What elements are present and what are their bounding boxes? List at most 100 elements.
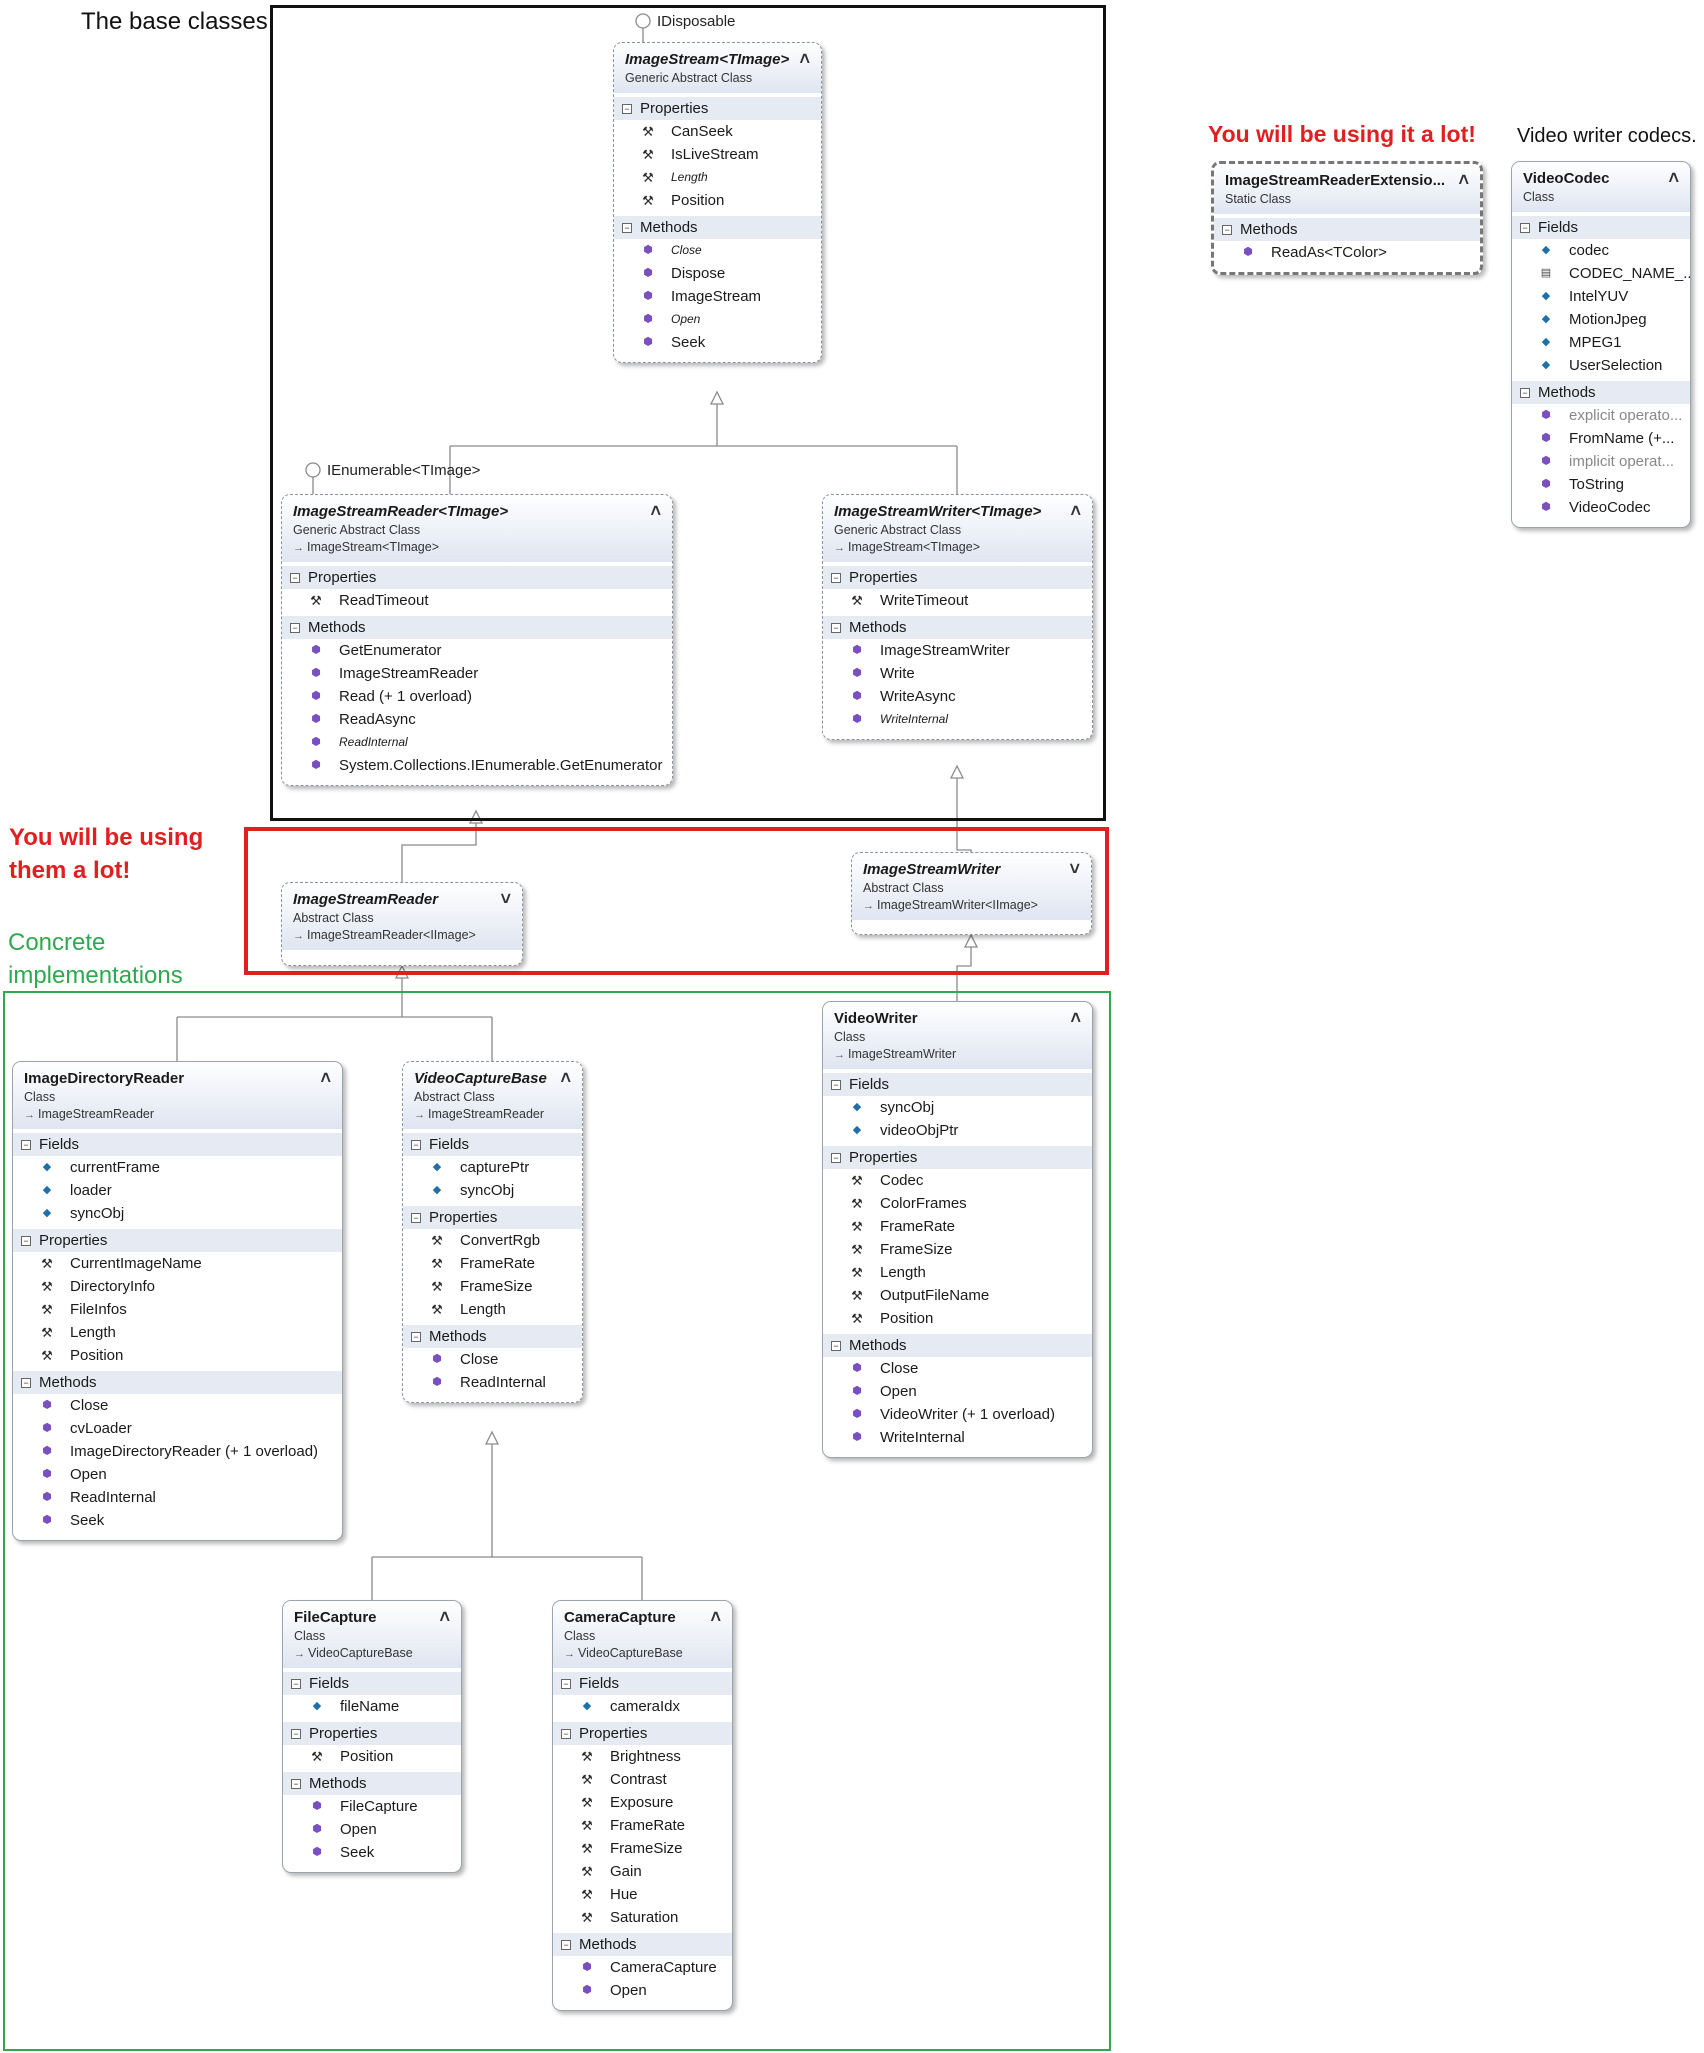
method-row[interactable]: ⬢ImageStream (614, 285, 821, 308)
class-box-image-stream-writer-generic[interactable]: ImageStreamWriter<TImage>Generic Abstrac… (822, 494, 1093, 740)
property-row[interactable]: ⚒CanSeek (614, 120, 821, 143)
class-box-image-stream-reader-generic[interactable]: ImageStreamReader<TImage>Generic Abstrac… (281, 494, 673, 786)
property-row[interactable]: ⚒FrameSize (823, 1238, 1092, 1261)
class-box-image-stream-reader-extensions[interactable]: ImageStreamReaderExtensio...Static Class… (1211, 161, 1483, 275)
collapse-section-icon[interactable]: − (831, 622, 841, 633)
method-row[interactable]: ⬢ReadAsync (282, 708, 672, 731)
field-row[interactable]: ◆fileName (283, 1695, 461, 1718)
property-row[interactable]: ⚒ReadTimeout (282, 589, 672, 612)
field-row[interactable]: ◆IntelYUV (1512, 285, 1690, 308)
property-row[interactable]: ⚒ColorFrames (823, 1192, 1092, 1215)
property-row[interactable]: ⚒Length (614, 166, 821, 189)
field-row[interactable]: ◆MotionJpeg (1512, 308, 1690, 331)
property-row[interactable]: ⚒WriteTimeout (823, 589, 1092, 612)
collapse-section-icon[interactable]: − (291, 1678, 301, 1689)
collapse-section-icon[interactable]: − (21, 1377, 31, 1388)
property-row[interactable]: ⚒Exposure (553, 1791, 732, 1814)
field-row[interactable]: ◆currentFrame (13, 1156, 342, 1179)
property-row[interactable]: ⚒Position (614, 189, 821, 212)
double-chevron-up-icon[interactable]: ˄ (710, 1607, 721, 1627)
section-header-methods[interactable]: −Methods (1512, 381, 1690, 404)
property-row[interactable]: ⚒FrameRate (823, 1215, 1092, 1238)
method-row[interactable]: ⬢Close (403, 1348, 582, 1371)
section-header-fields[interactable]: −Fields (553, 1672, 732, 1695)
property-row[interactable]: ⚒Position (823, 1307, 1092, 1330)
method-row[interactable]: ⬢FileCapture (283, 1795, 461, 1818)
section-header-methods[interactable]: −Methods (553, 1933, 732, 1956)
method-row[interactable]: ⬢Seek (283, 1841, 461, 1864)
method-row[interactable]: ⬢Close (13, 1394, 342, 1417)
method-row[interactable]: ⬢VideoCodec (1512, 496, 1690, 519)
property-row[interactable]: ⚒Position (13, 1344, 342, 1367)
collapse-section-icon[interactable]: − (831, 1340, 841, 1351)
field-row[interactable]: ◆loader (13, 1179, 342, 1202)
section-header-fields[interactable]: −Fields (13, 1133, 342, 1156)
property-row[interactable]: ⚒Gain (553, 1860, 732, 1883)
section-header-properties[interactable]: −Properties (553, 1722, 732, 1745)
field-row[interactable]: ◆UserSelection (1512, 354, 1690, 377)
section-header-methods[interactable]: −Methods (614, 216, 821, 239)
property-row[interactable]: ⚒IsLiveStream (614, 143, 821, 166)
double-chevron-up-icon[interactable]: ˄ (439, 1607, 450, 1627)
property-row[interactable]: ⚒Length (823, 1261, 1092, 1284)
section-header-methods[interactable]: −Methods (282, 616, 672, 639)
double-chevron-up-icon[interactable]: ˄ (650, 501, 661, 521)
property-row[interactable]: ⚒Length (13, 1321, 342, 1344)
field-row[interactable]: ◆MPEG1 (1512, 331, 1690, 354)
method-row[interactable]: ⬢ReadInternal (282, 731, 672, 754)
method-row[interactable]: ⬢cvLoader (13, 1417, 342, 1440)
property-row[interactable]: ⚒FrameSize (553, 1837, 732, 1860)
section-header-methods[interactable]: −Methods (823, 1334, 1092, 1357)
method-row[interactable]: ⬢Open (614, 308, 821, 331)
method-row[interactable]: ⬢CameraCapture (553, 1956, 732, 1979)
method-row[interactable]: ⬢ReadAs<TColor> (1214, 241, 1480, 264)
property-row[interactable]: ⚒FileInfos (13, 1298, 342, 1321)
double-chevron-up-icon[interactable]: ˄ (1070, 501, 1081, 521)
method-row[interactable]: ⬢Seek (614, 331, 821, 354)
method-row[interactable]: ⬢VideoWriter (+ 1 overload) (823, 1403, 1092, 1426)
section-header-methods[interactable]: −Methods (283, 1772, 461, 1795)
method-row[interactable]: ⬢Open (823, 1380, 1092, 1403)
field-row[interactable]: ◆codec (1512, 239, 1690, 262)
section-header-properties[interactable]: −Properties (403, 1206, 582, 1229)
double-chevron-down-icon[interactable]: ˅ (500, 889, 511, 909)
double-chevron-up-icon[interactable]: ˄ (560, 1068, 571, 1088)
field-row[interactable]: ▤CODEC_NAME_... (1512, 262, 1690, 285)
method-row[interactable]: ⬢Dispose (614, 262, 821, 285)
method-row[interactable]: ⬢FromName (+... (1512, 427, 1690, 450)
section-header-methods[interactable]: −Methods (13, 1371, 342, 1394)
method-row[interactable]: ⬢Open (283, 1818, 461, 1841)
section-header-fields[interactable]: −Fields (283, 1672, 461, 1695)
collapse-section-icon[interactable]: − (1520, 387, 1530, 398)
method-row[interactable]: ⬢implicit operat... (1512, 450, 1690, 473)
method-row[interactable]: ⬢WriteAsync (823, 685, 1092, 708)
property-row[interactable]: ⚒Position (283, 1745, 461, 1768)
property-row[interactable]: ⚒DirectoryInfo (13, 1275, 342, 1298)
field-row[interactable]: ◆syncObj (13, 1202, 342, 1225)
method-row[interactable]: ⬢System.Collections.IEnumerable.GetEnume… (282, 754, 672, 777)
method-row[interactable]: ⬢Open (13, 1463, 342, 1486)
section-header-methods[interactable]: −Methods (403, 1325, 582, 1348)
method-row[interactable]: ⬢explicit operato... (1512, 404, 1690, 427)
property-row[interactable]: ⚒Length (403, 1298, 582, 1321)
section-header-properties[interactable]: −Properties (823, 566, 1092, 589)
property-row[interactable]: ⚒Hue (553, 1883, 732, 1906)
section-header-properties[interactable]: −Properties (823, 1146, 1092, 1169)
collapse-section-icon[interactable]: − (561, 1728, 571, 1739)
method-row[interactable]: ⬢ReadInternal (403, 1371, 582, 1394)
collapse-section-icon[interactable]: − (291, 1778, 301, 1789)
collapse-section-icon[interactable]: − (290, 572, 300, 583)
section-header-properties[interactable]: −Properties (282, 566, 672, 589)
double-chevron-up-icon[interactable]: ˄ (1458, 170, 1469, 190)
collapse-section-icon[interactable]: − (831, 572, 841, 583)
method-row[interactable]: ⬢ReadInternal (13, 1486, 342, 1509)
double-chevron-down-icon[interactable]: ˅ (1069, 859, 1080, 879)
field-row[interactable]: ◆capturePtr (403, 1156, 582, 1179)
property-row[interactable]: ⚒FrameRate (553, 1814, 732, 1837)
